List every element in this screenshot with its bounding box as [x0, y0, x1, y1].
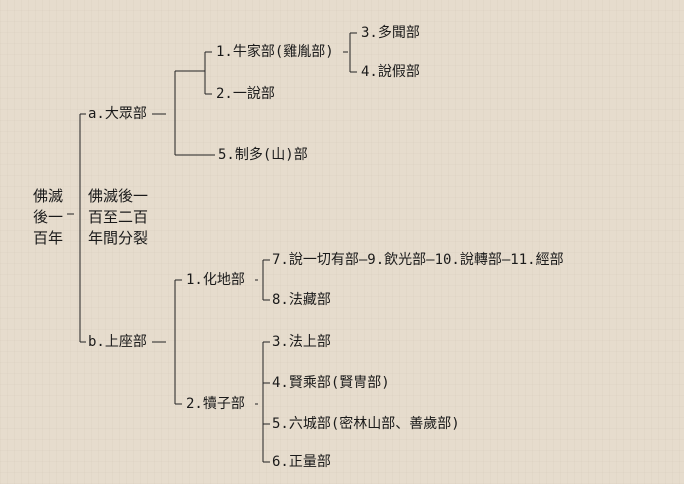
b-duzi-node-4: 4.賢乘部(賢冑部) [272, 375, 390, 391]
b-duzi-node-6: 6.正量部 [272, 454, 331, 470]
b-huadi-chain: 7.說一切有部—9.飲光部—10.說轉部—11.經部 [272, 252, 564, 268]
b-duzi-label: 2.犢子部 [186, 396, 245, 412]
a-node-3: 3.多聞部 [361, 25, 420, 41]
branch-b-label: b.上座部 [88, 334, 147, 350]
b-duzi-node-5: 5.六城部(密林山部、善歲部) [272, 416, 460, 432]
period-line-3: 年間分裂 [88, 229, 149, 247]
a-node-2: 2.一說部 [216, 86, 275, 102]
root-line-1: 佛滅 [33, 187, 64, 205]
a-node-1: 1.牛家部(雞胤部) [216, 44, 334, 60]
b-huadi-node-8: 8.法藏部 [272, 292, 331, 308]
root-line-2: 後一 [33, 208, 64, 226]
branch-a-label: a.大眾部 [88, 106, 147, 122]
a-node-4: 4.說假部 [361, 64, 420, 80]
period-line-2: 百至二百 [88, 208, 149, 226]
a-node-5: 5.制多(山)部 [218, 147, 308, 163]
root-line-3: 百年 [33, 229, 64, 247]
period-line-1: 佛滅後一 [88, 187, 149, 205]
b-duzi-node-3: 3.法上部 [272, 334, 331, 350]
b-huadi-label: 1.化地部 [186, 272, 245, 288]
